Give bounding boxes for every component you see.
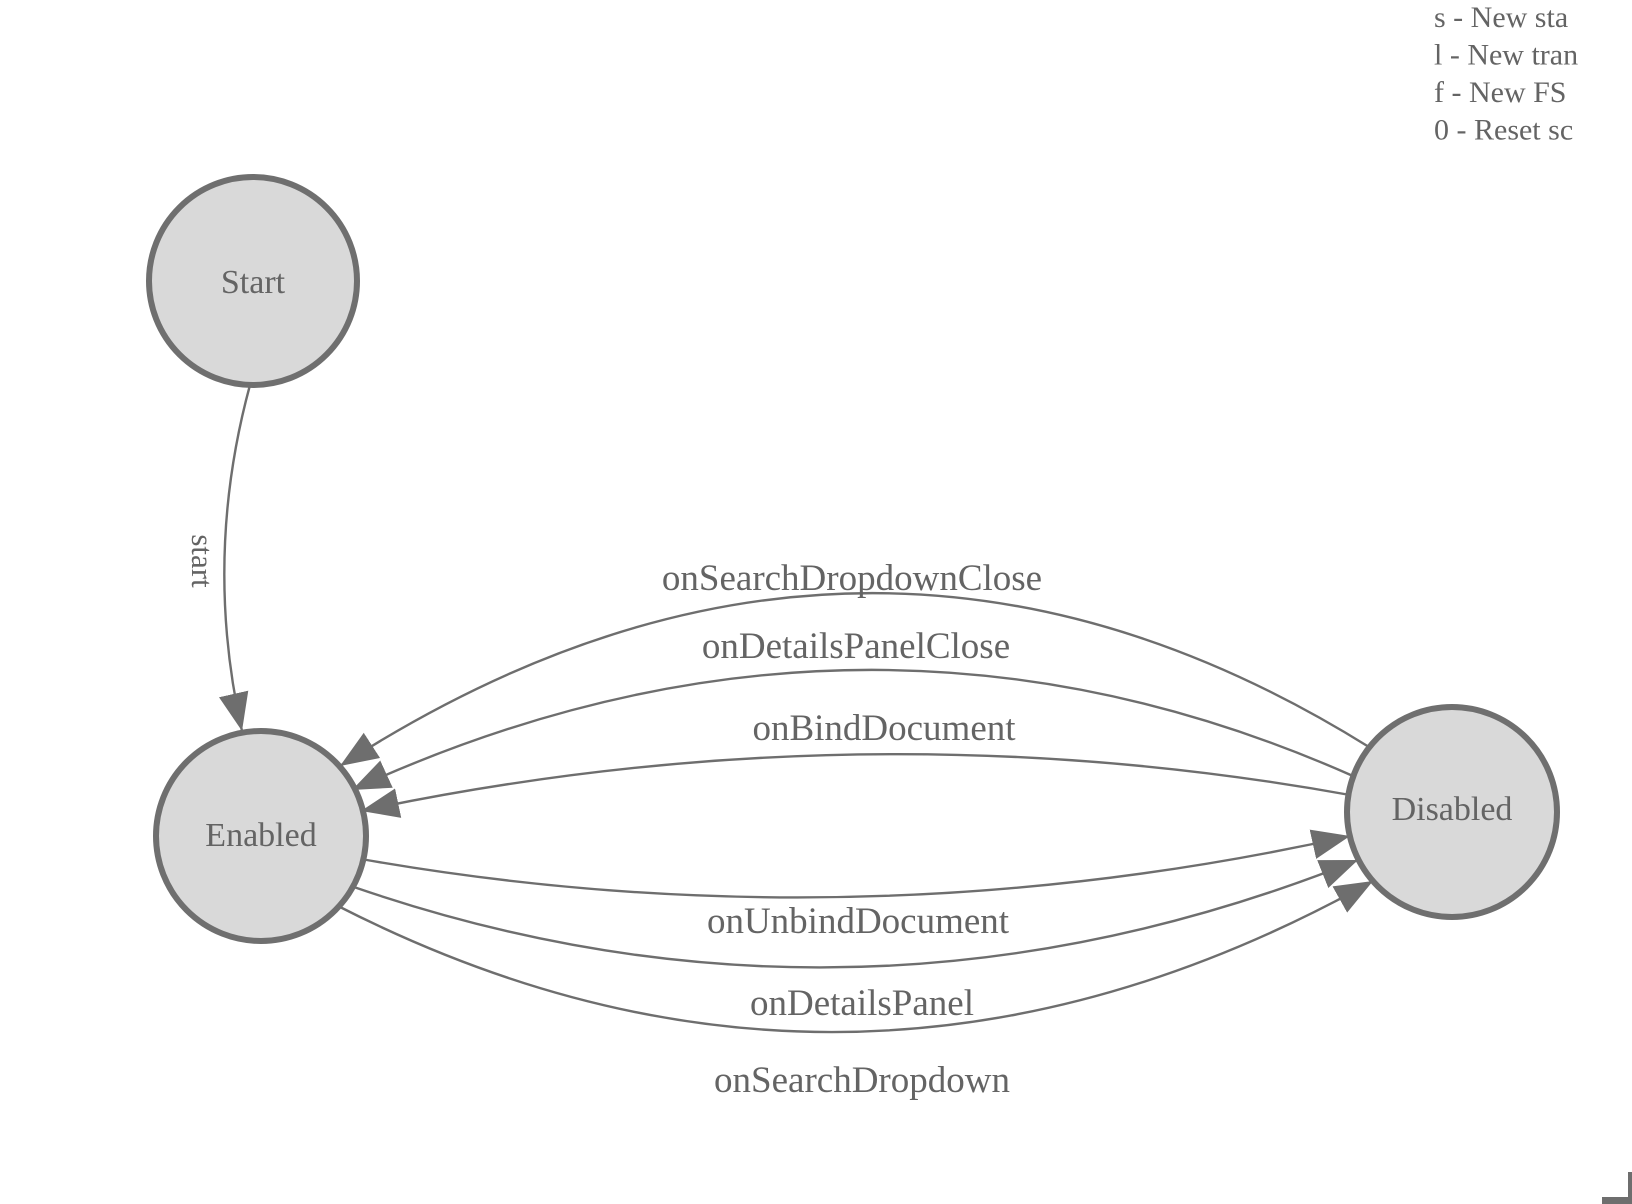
edge-label-onDetailsPanel: onDetailsPanel [750,983,974,1024]
edge-onDetailsPanelClose: onDetailsPanelClose [351,626,1354,792]
node-disabled-label: Disabled [1392,791,1513,828]
edge-label-start: start [185,534,220,588]
node-enabled-circle[interactable] [153,728,369,944]
node-start[interactable]: Start [146,174,360,388]
edge-label-onDetailsPanelClose: onDetailsPanelClose [702,626,1010,667]
edge-onSearchDropdownClose-path[interactable] [339,592,1370,768]
edge-onSearchDropdown: onSearchDropdown [337,879,1374,1101]
corner-frame-vertical-bar [1628,1172,1632,1204]
legend-line-new-transition: l - New tran [1434,39,1578,72]
edge-onDetailsPanel-path[interactable] [350,858,1359,969]
node-disabled[interactable]: Disabled [1344,704,1560,920]
node-disabled-circle[interactable] [1344,704,1560,920]
edge-onDetailsPanelClose-path[interactable] [351,668,1354,792]
node-start-circle[interactable] [146,174,360,388]
legend-line-new-fsm: f - New FS [1434,76,1567,109]
edge-onUnbindDocument: onUnbindDocument [360,829,1351,942]
canvas-corner-frame [1602,1172,1632,1204]
shortcut-legend: s - New sta l - New tran f - New FS 0 - … [1434,1,1578,147]
node-enabled-label: Enabled [205,817,316,854]
edge-label-onUnbindDocument: onUnbindDocument [707,901,1010,942]
legend-line-new-state: s - New sta [1434,1,1568,34]
node-enabled[interactable]: Enabled [153,728,369,944]
edge-start: start [185,384,252,732]
edge-start-path[interactable] [219,384,252,732]
edge-onBindDocument: onBindDocument [360,708,1351,818]
edge-onDetailsPanel: onDetailsPanel [350,858,1359,1024]
edge-label-onBindDocument: onBindDocument [752,708,1016,749]
edge-onUnbindDocument-path[interactable] [360,829,1351,899]
edge-onBindDocument-path[interactable] [360,752,1351,818]
edge-label-onSearchDropdown: onSearchDropdown [714,1060,1010,1101]
edge-label-onSearchDropdownClose: onSearchDropdownClose [662,558,1042,599]
legend-line-reset: 0 - Reset sc [1434,114,1573,147]
edge-onSearchDropdown-path[interactable] [337,879,1374,1034]
edge-onSearchDropdownClose: onSearchDropdownClose [339,558,1370,768]
corner-frame-horizontal-bar [1602,1197,1632,1204]
node-start-label: Start [221,264,286,301]
